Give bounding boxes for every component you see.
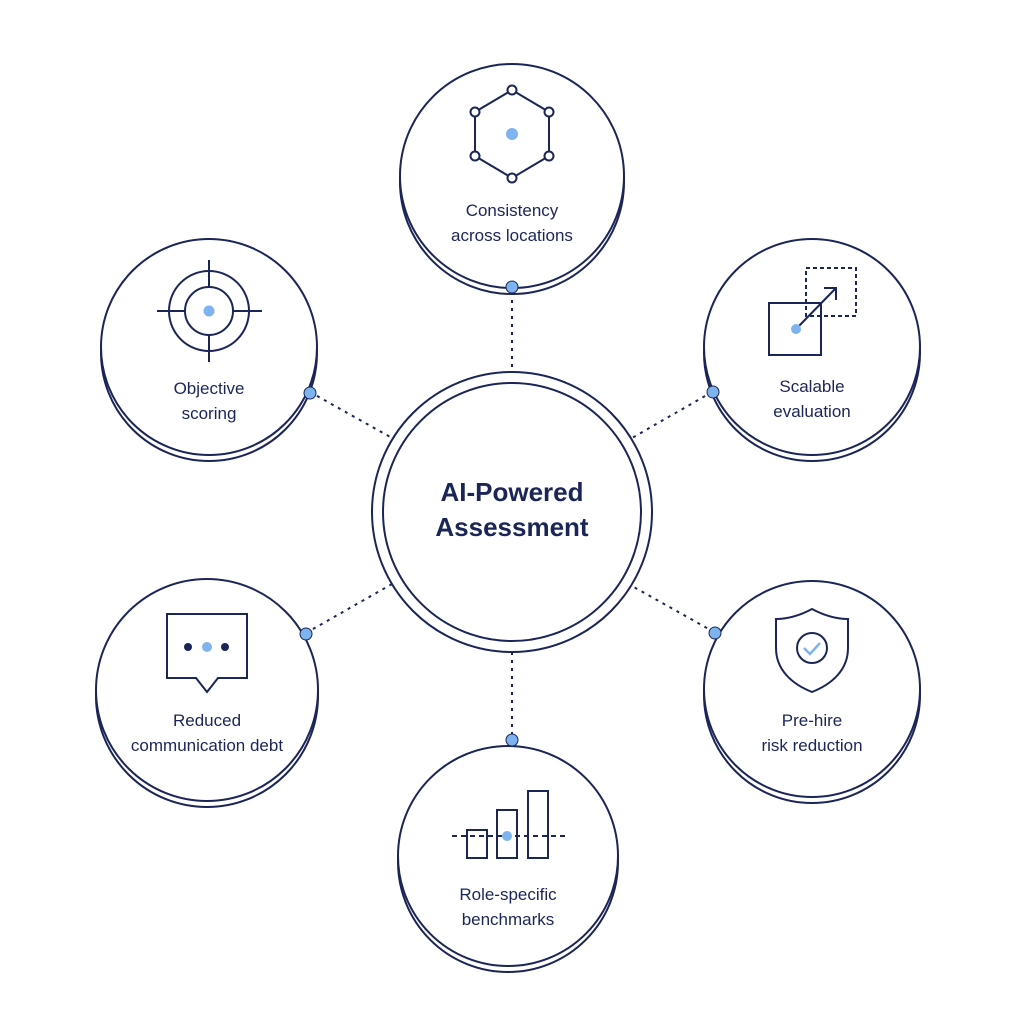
shield-check-icon	[775, 607, 849, 694]
bar-chart-icon	[452, 790, 566, 859]
center-title-line2: Assessment	[435, 512, 589, 542]
target-crosshair-icon	[157, 260, 262, 362]
connectors	[305, 292, 715, 740]
node-scalable: Scalable evaluation	[703, 238, 921, 462]
hexagon-network-icon	[469, 84, 555, 184]
node-label-consistency-line2: across locations	[451, 226, 573, 245]
node-communication: Reduced communication debt	[95, 578, 319, 808]
node-label-scalable-line2: evaluation	[773, 402, 851, 421]
center-title-line1: AI-Powered	[440, 477, 583, 507]
node-label-communication-line1: Reduced	[173, 711, 241, 730]
node-label-benchmarks-line1: Role-specific	[459, 885, 557, 904]
connector-dot-benchmarks	[505, 733, 519, 747]
scale-up-arrow-icon	[768, 267, 857, 356]
connector-dot-communication	[299, 627, 313, 641]
center-hub: AI-Powered Assessment	[371, 371, 653, 653]
node-label-objective-line1: Objective	[174, 379, 245, 398]
connector-dot-objective	[303, 386, 317, 400]
chat-bubble-icon	[166, 613, 248, 694]
node-label-scalable-line1: Scalable	[779, 377, 844, 396]
node-label-consistency-line1: Consistency	[466, 201, 559, 220]
connector-dot-risk	[708, 626, 722, 640]
node-consistency: Consistency across locations	[399, 63, 625, 295]
node-label-communication-line2: communication debt	[131, 736, 283, 755]
node-objective: Objective scoring	[100, 238, 318, 462]
connector-dots	[299, 280, 722, 747]
node-label-risk-line1: Pre-hire	[782, 711, 842, 730]
connector-dot-consistency	[505, 280, 519, 294]
node-benchmarks: Role-specific benchmarks	[397, 745, 619, 973]
node-label-risk-line2: risk reduction	[761, 736, 862, 755]
node-risk: Pre-hire risk reduction	[703, 580, 921, 804]
connector-dot-scalable	[706, 385, 720, 399]
connector-communication	[305, 583, 393, 634]
node-label-benchmarks-line2: benchmarks	[462, 910, 555, 929]
node-label-objective-line2: scoring	[182, 404, 237, 423]
